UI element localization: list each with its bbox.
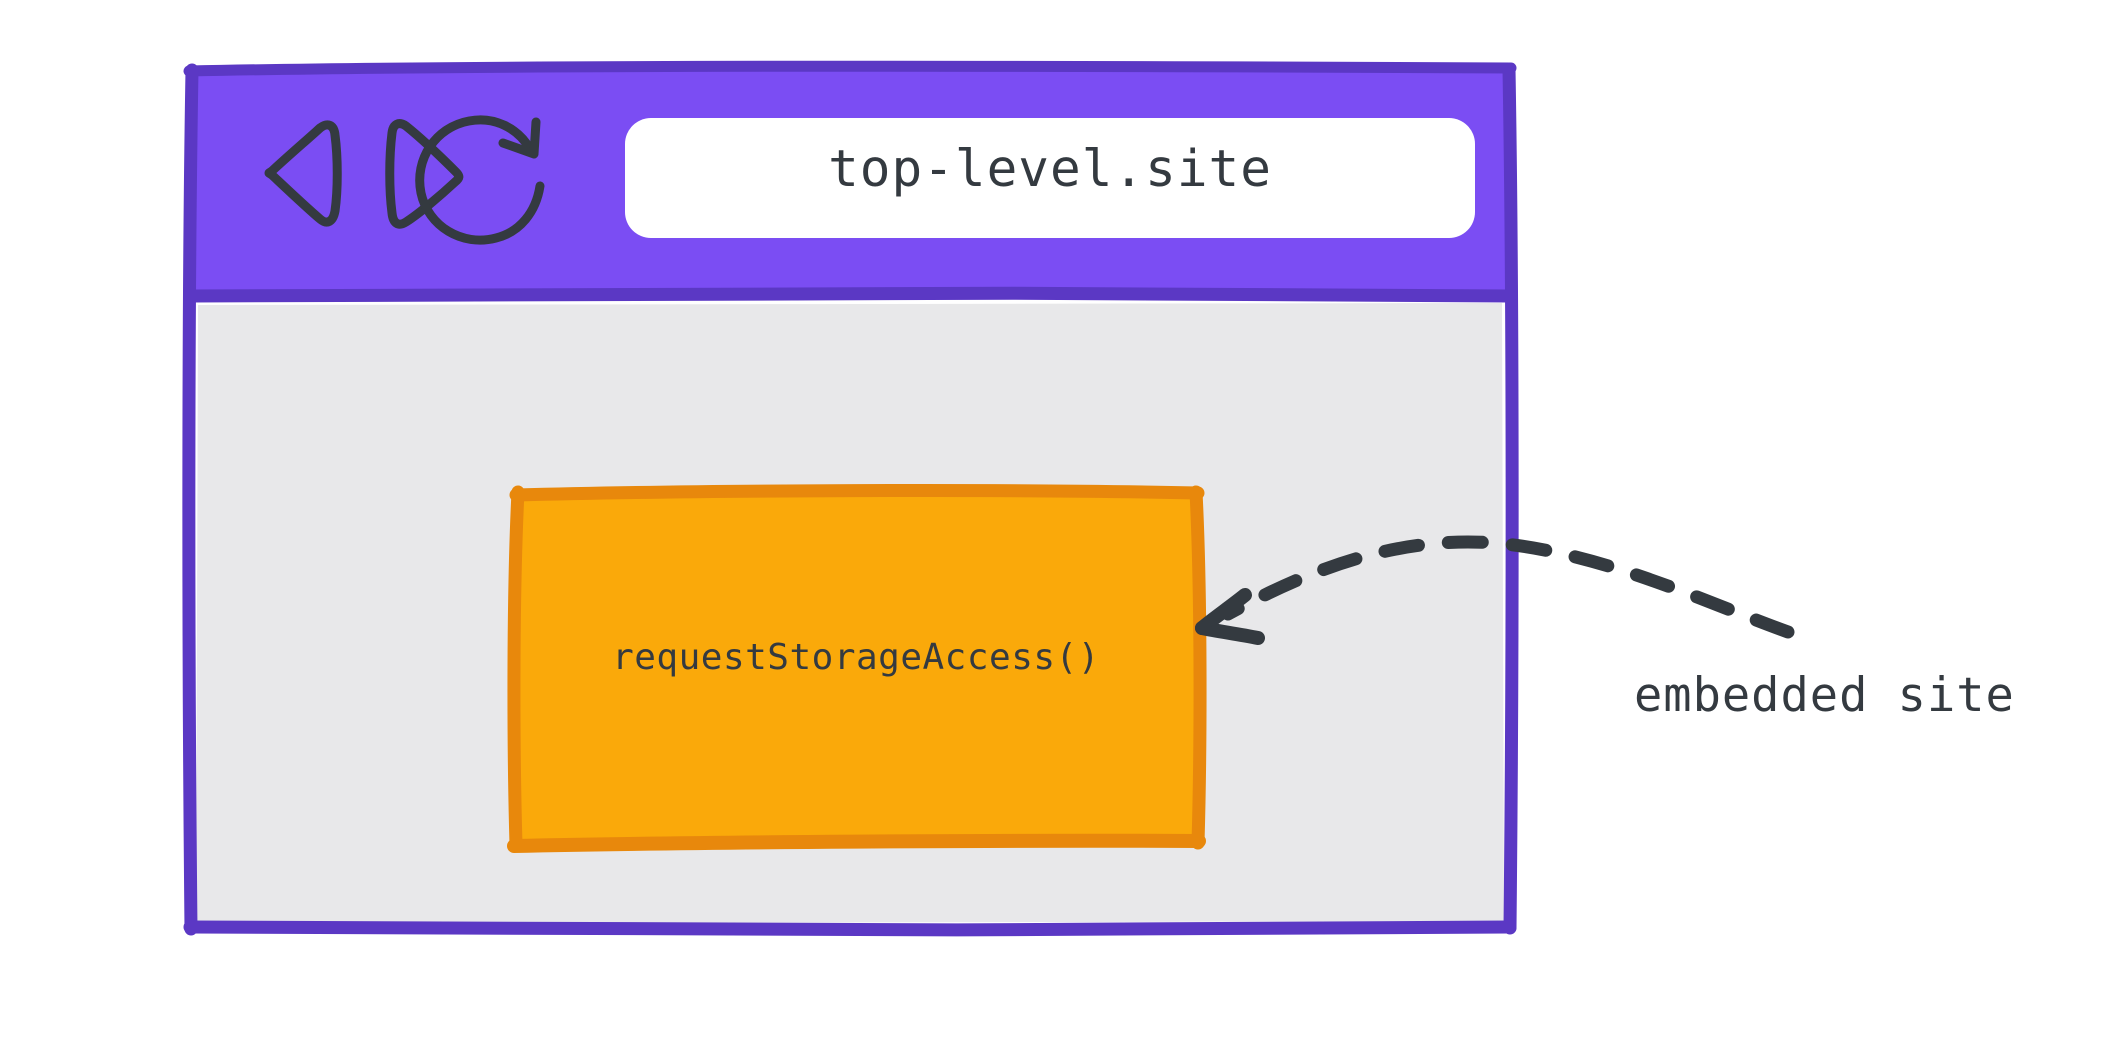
browser-frame-bottom-edge: [183, 920, 1517, 937]
embedded-iframe-border-bottom: [507, 833, 1206, 853]
forward-triangle-icon[interactable]: [385, 119, 464, 229]
browser-frame-top-edge: [183, 60, 1517, 77]
browser-toolbar-divider: [184, 286, 1517, 303]
reload-icon[interactable]: [415, 115, 545, 245]
url-bar[interactable]: [625, 118, 1475, 238]
embedded-iframe[interactable]: [507, 484, 1207, 853]
url-bar-text[interactable]: top-level.site: [828, 140, 1272, 199]
embedded-iframe-label: requestStorageAccess(): [612, 637, 1100, 678]
annotation-arrowhead-icon-lower: [1195, 621, 1265, 645]
back-triangle-icon[interactable]: [264, 120, 342, 227]
top-level-browser-window: [182, 60, 1519, 937]
reload-arrowhead-icon[interactable]: [498, 117, 541, 159]
embedded-iframe-border-top: [509, 484, 1205, 502]
browser-frame-left-edge: [182, 63, 199, 936]
annotation-label: embedded site: [1634, 668, 2015, 723]
annotation-arrow: [1195, 535, 1795, 645]
browser-frame-right-edge: [1502, 62, 1519, 935]
embedded-iframe-border-left: [507, 485, 525, 852]
embedded-iframe-fill: [515, 491, 1200, 845]
annotation-arrowhead-icon-tip: [1198, 603, 1237, 632]
annotation-arrow-curve: [1221, 535, 1795, 639]
embedded-iframe-border-right: [1189, 485, 1207, 850]
